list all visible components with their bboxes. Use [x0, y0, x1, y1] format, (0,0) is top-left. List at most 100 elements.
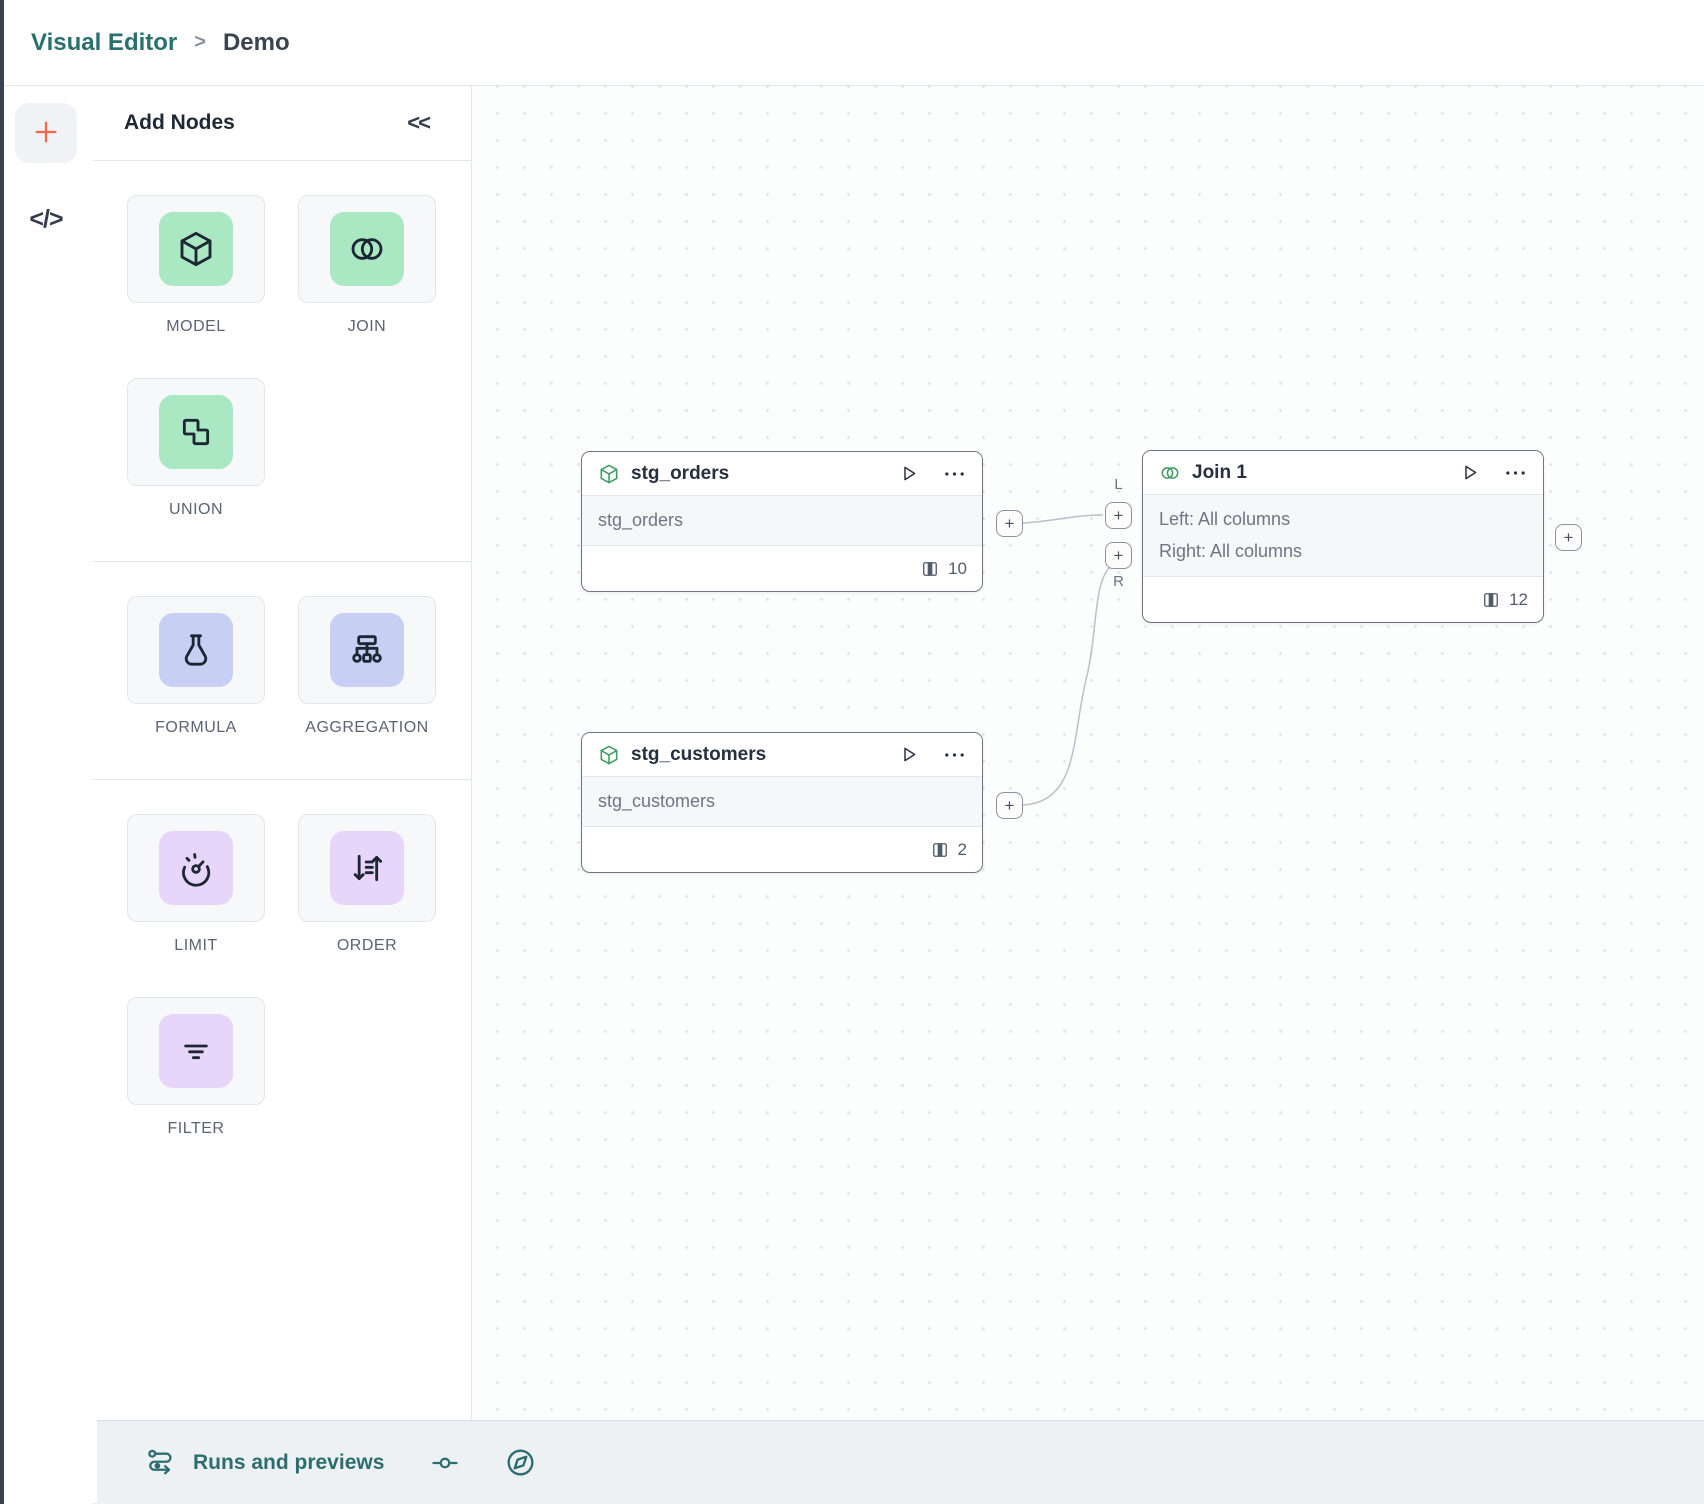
flask-icon	[159, 613, 233, 687]
add-nodes-panel: Add Nodes << MODEL	[93, 86, 472, 1504]
palette-item-filter[interactable]: FILTER	[127, 997, 265, 1138]
port-orders-output[interactable]: +	[996, 510, 1023, 537]
port-label-right: R	[1113, 573, 1124, 590]
add-node-button[interactable]	[15, 103, 77, 163]
palette-item-label: UNION	[168, 501, 224, 518]
node-title: stg_customers	[631, 743, 767, 765]
node-header[interactable]: stg_orders	[582, 452, 982, 495]
column-count: 2	[957, 839, 967, 859]
breadcrumb-separator: >	[194, 31, 206, 53]
node-body: stg_customers	[582, 776, 982, 827]
compass-icon[interactable]	[504, 1446, 537, 1479]
palette-item-limit[interactable]: LIMIT	[127, 814, 265, 955]
cube-icon	[159, 212, 233, 286]
panel-title: Add Nodes	[124, 111, 235, 134]
union-icon	[159, 395, 233, 469]
palette-item-label: FORMULA	[155, 719, 237, 736]
panel-header: Add Nodes <<	[93, 86, 471, 161]
gauge-icon	[159, 831, 233, 905]
window-edge	[0, 0, 4, 1504]
column-count: 12	[1509, 589, 1528, 609]
breadcrumb-app-link[interactable]: Visual Editor	[31, 28, 178, 56]
plus-icon	[31, 117, 61, 150]
palette-card	[298, 596, 436, 704]
port-join-output[interactable]: +	[1555, 524, 1582, 551]
node-source-row: stg_customers	[598, 791, 716, 811]
node-source-row: stg_orders	[598, 510, 684, 530]
venn-icon	[330, 212, 404, 286]
palette-item-label: FILTER	[167, 1120, 225, 1137]
palette-card	[298, 814, 436, 922]
join-right-row: Right: All columns	[1159, 541, 1303, 561]
palette-item-label: MODEL	[166, 318, 226, 335]
palette-card	[127, 195, 265, 303]
filter-icon	[159, 1014, 233, 1088]
collapse-panel-button[interactable]: <<	[407, 110, 431, 136]
palette-card	[127, 596, 265, 704]
hierarchy-icon	[330, 613, 404, 687]
more-icon[interactable]	[1504, 469, 1527, 477]
code-icon: </>	[29, 205, 63, 233]
columns-icon	[932, 842, 947, 857]
columns-icon	[923, 561, 937, 576]
port-join-right-input[interactable]: +	[1105, 542, 1132, 569]
statusbar: Runs and previews	[97, 1420, 1704, 1504]
palette-group-transforms: FORMULA AGGREGATION	[93, 561, 471, 779]
node-stg-customers[interactable]: stg_customers stg_customers 2	[581, 732, 983, 873]
run-node-icon[interactable]	[1459, 462, 1480, 483]
palette-group-filters: LIMIT ORDER FILTER	[93, 779, 471, 1180]
palette-item-label: AGGREGATION	[305, 719, 429, 736]
palette-group-sources: MODEL JOIN UNION	[93, 161, 471, 561]
left-icon-rail: </>	[0, 86, 93, 1504]
node-footer: 2	[582, 827, 982, 872]
route-icon	[148, 1449, 172, 1475]
palette-item-order[interactable]: ORDER	[298, 814, 436, 955]
cube-icon	[600, 464, 618, 483]
code-view-toggle[interactable]: </>	[15, 205, 77, 234]
venn-icon	[1161, 466, 1179, 479]
palette-item-label: JOIN	[347, 318, 387, 335]
palette-card	[127, 814, 265, 922]
breadcrumb-current-page: Demo	[222, 28, 290, 56]
palette-item-model[interactable]: MODEL	[127, 195, 265, 336]
node-join-1[interactable]: Join 1 Left: All columns Right: All colu…	[1142, 450, 1544, 623]
port-label-left: L	[1114, 476, 1123, 493]
palette-card	[127, 997, 265, 1105]
node-title: stg_orders	[631, 462, 730, 484]
columns-icon	[1484, 592, 1498, 607]
run-node-icon[interactable]	[898, 463, 919, 484]
palette-item-union[interactable]: UNION	[127, 378, 265, 519]
sort-icon	[330, 831, 404, 905]
flow-canvas[interactable]: stg_orders stg_orders 10	[472, 86, 1704, 1504]
node-header[interactable]: Join 1	[1143, 451, 1543, 494]
node-footer: 12	[1143, 577, 1543, 622]
palette-card	[127, 378, 265, 486]
palette-card	[298, 195, 436, 303]
run-node-icon[interactable]	[898, 744, 919, 765]
palette-item-formula[interactable]: FORMULA	[127, 596, 265, 737]
chevron-double-left-icon: <<	[407, 110, 431, 135]
edge-customers-to-join	[1022, 566, 1111, 806]
commit-icon[interactable]	[430, 1448, 460, 1478]
edge-orders-to-join	[1022, 514, 1104, 524]
more-icon[interactable]	[943, 751, 966, 759]
node-header[interactable]: stg_customers	[582, 733, 982, 776]
column-count: 10	[948, 558, 967, 578]
node-title: Join 1	[1192, 461, 1247, 483]
palette-item-aggregation[interactable]: AGGREGATION	[298, 596, 436, 737]
content-row: </> Add Nodes << MODEL	[0, 86, 1704, 1504]
node-actions	[1459, 462, 1527, 483]
cube-icon	[600, 745, 618, 764]
runs-and-previews-toggle[interactable]: Runs and previews	[193, 1450, 385, 1474]
topbar: Visual Editor > Demo	[0, 0, 1704, 86]
join-left-row: Left: All columns	[1159, 509, 1291, 529]
more-icon[interactable]	[943, 470, 966, 478]
palette-item-join[interactable]: JOIN	[298, 195, 436, 336]
node-body: stg_orders	[582, 495, 982, 546]
port-customers-output[interactable]: +	[996, 792, 1023, 819]
port-join-left-input[interactable]: +	[1105, 502, 1132, 529]
node-actions	[898, 744, 966, 765]
node-stg-orders[interactable]: stg_orders stg_orders 10	[581, 451, 983, 592]
node-actions	[898, 463, 966, 484]
